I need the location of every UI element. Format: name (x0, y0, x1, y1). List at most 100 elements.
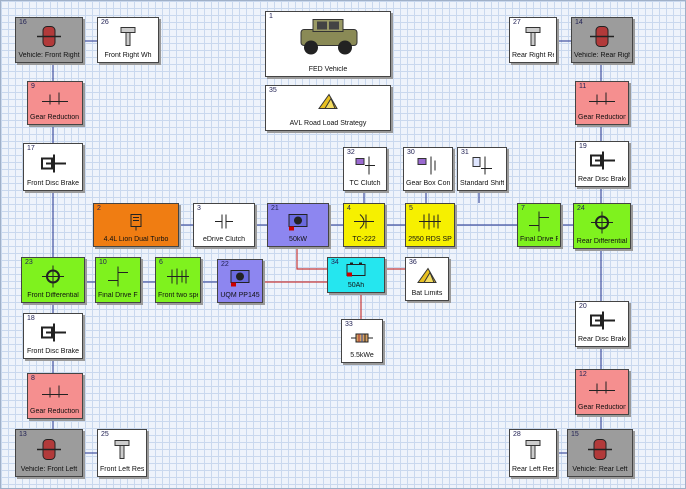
edrive-clutch-block[interactable]: 3 eDrive Clutch (193, 203, 255, 247)
controller-icon (417, 157, 439, 180)
avl-road-load-strategy-block[interactable]: 35 AVL Road Load Strategy (265, 85, 391, 131)
rear-left-resistance-block[interactable]: 28 Rear Left Resis (509, 429, 557, 477)
battery-block[interactable]: 34 50Ah (327, 257, 385, 293)
vehicle-rear-left-block[interactable]: 15 Vehicle: Rear Left (567, 429, 633, 477)
uqm-motor-block[interactable]: 22 UQM PP145 (217, 259, 263, 303)
block-label: Gear Reduction (578, 404, 626, 411)
block-number: 17 (27, 145, 35, 152)
block-number: 27 (513, 19, 521, 26)
block-label: Gear Reduction I (30, 408, 80, 415)
bat-limits-block[interactable]: 36 Bat Limits (405, 257, 449, 301)
block-label: Rear Disc Brake (578, 176, 626, 183)
block-label: Final Drive Fro (98, 292, 138, 299)
rear-right-resistance-block[interactable]: 27 Rear Right Res (509, 17, 557, 63)
disc-brake-icon (589, 312, 615, 335)
front-right-wheel-block[interactable]: 26 Front Right Wh (97, 17, 159, 63)
block-label: UQM PP145 (220, 292, 260, 299)
block-label: Vehicle: Front Right (18, 52, 80, 59)
front-left-resistance-block[interactable]: 25 Front Left Resi (97, 429, 147, 477)
block-number: 4 (347, 205, 351, 212)
tc-clutch-block[interactable]: 32 TC Clutch (343, 147, 387, 191)
block-number: 24 (577, 205, 585, 212)
block-label: Vehicle: Rear Right (574, 52, 630, 59)
strategy-icon (317, 92, 339, 115)
gear-reduction-front-left-block[interactable]: 8 Gear Reduction I (27, 373, 83, 419)
block-label: Gear Box Contr (406, 180, 450, 187)
shift-icon (472, 157, 492, 180)
wheel-icon (119, 26, 137, 53)
torque-converter-icon (354, 213, 374, 236)
engine-block[interactable]: 2 4.4L Lion Dual Turbo (93, 203, 179, 247)
controller-icon (355, 157, 375, 180)
front-disc-brake-bottom-block[interactable]: 18 Front Disc Brake (23, 313, 83, 359)
block-label: 50kW (270, 236, 326, 243)
disc-brake-icon (40, 324, 66, 347)
block-label: Rear Left Resis (512, 466, 554, 473)
vehicle-front-left-block[interactable]: 13 Vehicle: Front Left (15, 429, 83, 477)
final-drive-rear-block[interactable]: 7 Final Drive Red (517, 203, 561, 247)
final-drive-icon (108, 267, 128, 292)
block-label: Gear Reduction (578, 114, 626, 121)
final-drive-front-block[interactable]: 10 Final Drive Fro (95, 257, 141, 303)
block-label: Front two speed (158, 292, 198, 299)
block-label: TC Clutch (346, 180, 384, 187)
block-number: 12 (579, 371, 587, 378)
motor-icon (287, 213, 309, 236)
final-drive-icon (529, 212, 549, 237)
wheel-icon (113, 439, 131, 466)
gearbox-2550-block[interactable]: 5 2550 RDS SP (405, 203, 455, 247)
battery-icon (346, 263, 366, 282)
block-number: 20 (579, 303, 587, 310)
vehicle-icon (295, 15, 361, 62)
gear-reduction-icon (589, 381, 615, 402)
gear-box-controller-block[interactable]: 30 Gear Box Contr (403, 147, 453, 191)
gear-reduction-icon (42, 385, 68, 406)
block-label: Front Disc Brake (26, 348, 80, 355)
motor-icon (229, 269, 251, 292)
block-label: AVL Road Load Strategy (268, 120, 388, 127)
front-differential-block[interactable]: 23 Front Differential (21, 257, 85, 303)
block-number: 3 (197, 205, 201, 212)
block-number: 19 (579, 143, 587, 150)
block-label: Bat Limits (408, 290, 446, 297)
tire-icon (37, 26, 61, 53)
gear-reduction-icon (42, 92, 68, 113)
fed-vehicle-block[interactable]: 1 FED Vehicle (265, 11, 391, 77)
differential-icon (591, 212, 613, 239)
standard-shift-block[interactable]: 31 Standard Shift (457, 147, 507, 191)
motor-50kw-block[interactable]: 21 50kW (267, 203, 329, 247)
block-number: 14 (575, 19, 583, 26)
vehicle-rear-right-block[interactable]: 14 Vehicle: Rear Right (571, 17, 633, 63)
block-label: 50Ah (330, 282, 382, 289)
wheel-icon (524, 439, 542, 466)
tire-icon (37, 439, 61, 466)
gear-reduction-front-right-block[interactable]: 9 Gear Reduction I (27, 81, 83, 125)
load-resistor-block[interactable]: 33 5.5kWe (341, 319, 383, 363)
gearbox-icon (419, 213, 441, 236)
block-number: 33 (345, 321, 353, 328)
rear-disc-brake-top-block[interactable]: 19 Rear Disc Brake (575, 141, 629, 187)
block-number: 16 (19, 19, 27, 26)
block-number: 18 (27, 315, 35, 322)
block-label: Front Disc Brake (26, 180, 80, 187)
block-label: Front Left Resi (100, 466, 144, 473)
torque-converter-block[interactable]: 4 TC-222 (343, 203, 385, 247)
block-number: 9 (31, 83, 35, 90)
rear-differential-block[interactable]: 24 Rear Differential (573, 203, 631, 249)
gear-reduction-rear-left-block[interactable]: 12 Gear Reduction (575, 369, 629, 415)
vehicle-front-right-block[interactable]: 16 Vehicle: Front Right (15, 17, 83, 63)
disc-brake-icon (589, 152, 615, 175)
gear-reduction-rear-right-block[interactable]: 11 Gear Reduction (575, 81, 629, 125)
block-number: 22 (221, 261, 229, 268)
block-label: Rear Right Res (512, 52, 554, 59)
disc-brake-icon (40, 155, 66, 178)
block-number: 35 (269, 87, 277, 94)
block-number: 32 (347, 149, 355, 156)
block-label: Final Drive Red (520, 236, 558, 243)
front-disc-brake-top-block[interactable]: 17 Front Disc Brake (23, 143, 83, 191)
front-two-speed-block[interactable]: 6 Front two speed (155, 257, 201, 303)
rear-disc-brake-bottom-block[interactable]: 20 Rear Disc Brake (575, 301, 629, 347)
clutch-icon (215, 213, 233, 236)
block-label: FED Vehicle (268, 66, 388, 73)
